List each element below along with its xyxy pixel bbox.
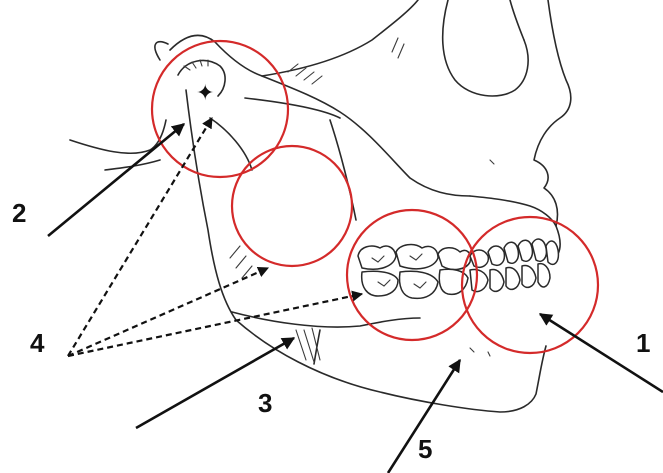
region-circle-tmj <box>152 41 288 177</box>
arrow-2 <box>48 124 184 236</box>
dashed-arrow-4-tmj <box>68 118 212 356</box>
region-circle-ramus <box>232 146 352 266</box>
label-1: 1 <box>636 328 650 358</box>
teeth-upper-row <box>358 239 558 269</box>
dashed-arrow-4-ramus <box>68 268 268 356</box>
dashed-arrow-4-molars <box>68 294 362 356</box>
label-2: 2 <box>12 198 26 228</box>
number-labels: 1 2 3 4 5 <box>12 198 650 464</box>
region-circles <box>152 41 598 353</box>
label-5: 5 <box>418 434 432 464</box>
pointer-arrows <box>48 118 663 473</box>
label-3: 3 <box>258 388 272 418</box>
svg-text:✦: ✦ <box>196 81 214 106</box>
skull-outline: ✦ <box>70 0 571 254</box>
label-4: 4 <box>30 328 45 358</box>
